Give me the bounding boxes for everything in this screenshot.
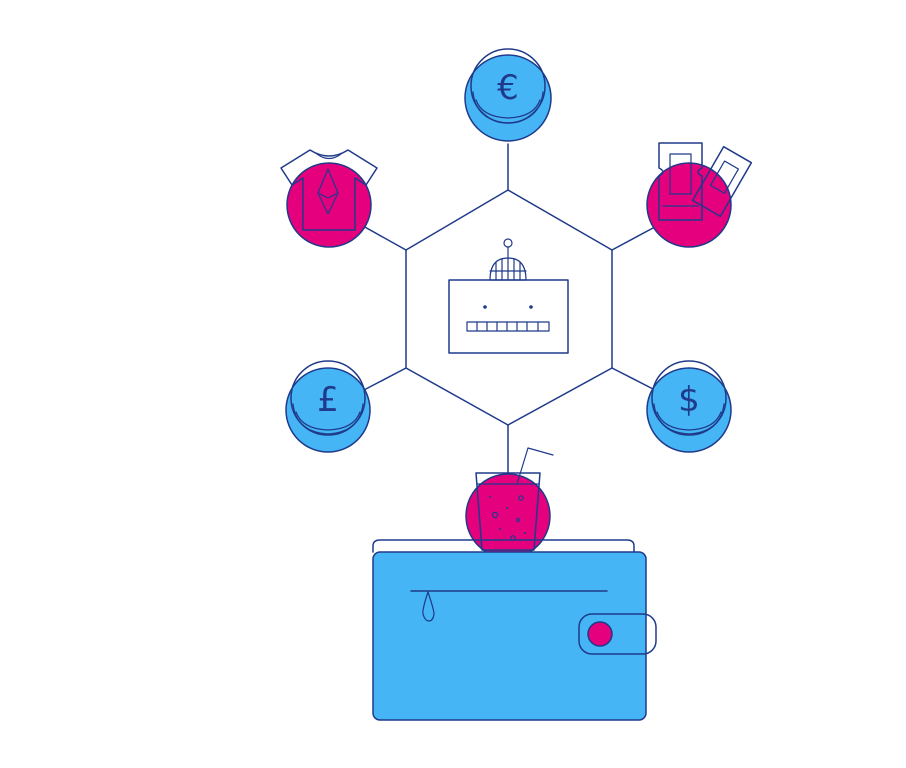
connector-lines xyxy=(362,143,656,477)
connector-ticket xyxy=(611,227,654,251)
pound-symbol: £ xyxy=(317,380,339,420)
ticket-icon xyxy=(646,142,753,248)
euro-coin-icon: € xyxy=(464,48,552,142)
dollar-coin-icon: $ xyxy=(646,360,732,453)
connector-shirt xyxy=(362,225,407,251)
pound-coin-icon: £ xyxy=(285,360,371,453)
wallet-clasp-button xyxy=(587,621,613,647)
ethereum-shirt-icon xyxy=(280,149,378,248)
euro-symbol: € xyxy=(497,68,519,108)
wallet-clasp xyxy=(578,613,657,655)
robot-icon xyxy=(448,238,569,354)
drink-cup-icon xyxy=(465,447,554,559)
dollar-symbol: $ xyxy=(678,380,700,420)
wallet-icon xyxy=(372,539,657,721)
hub-hexagon xyxy=(405,189,613,426)
connector-pound xyxy=(363,367,407,391)
connector-dollar xyxy=(611,367,656,391)
